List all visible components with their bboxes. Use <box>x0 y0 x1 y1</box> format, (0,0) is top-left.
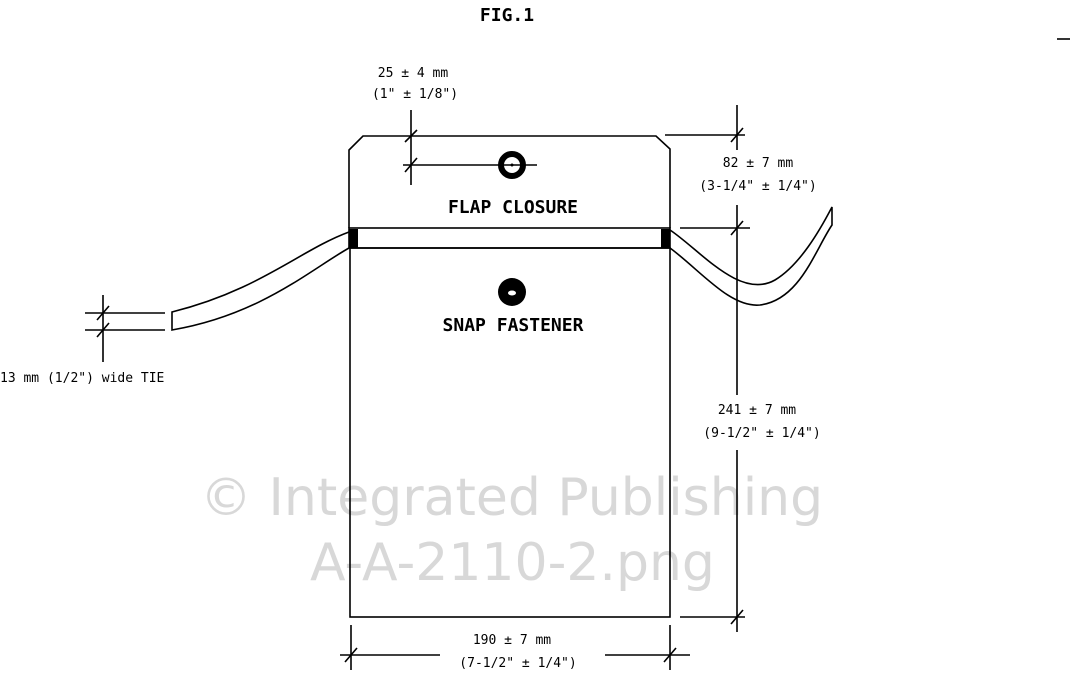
figure-title: FIG.1 <box>480 5 534 26</box>
dim-right-lines <box>665 105 750 632</box>
pouch-body <box>349 247 671 618</box>
dim-25-lines <box>403 110 537 185</box>
dim-190-in: (7-1/2" ± 1/4") <box>459 656 576 671</box>
flap-closure-label: FLAP CLOSURE <box>448 197 578 218</box>
snap-fastener-hole-icon <box>508 290 516 296</box>
dim-82-in: (3-1/4" ± 1/4") <box>699 179 816 194</box>
band-end-right <box>661 229 670 248</box>
snap-fastener-label: SNAP FASTENER <box>443 315 584 336</box>
watermark-line1: © Integrated Publishing <box>200 468 823 528</box>
tie-right <box>669 206 833 306</box>
dim-25-in: (1" ± 1/8") <box>372 87 458 102</box>
dim-width-lines <box>340 625 690 670</box>
band <box>348 227 671 249</box>
dim-190-mm: 190 ± 7 mm <box>473 633 551 648</box>
dim-241-in: (9-1/2" ± 1/4") <box>703 426 820 441</box>
band-end-left <box>349 229 358 248</box>
tie-left <box>171 231 350 331</box>
flap-outline <box>348 135 671 228</box>
dim-241-mm: 241 ± 7 mm <box>718 403 796 418</box>
dim-tie-width: 13 mm (1/2") wide TIE <box>0 371 164 386</box>
dim-tie-lines <box>85 295 165 362</box>
dim-25-mm: 25 ± 4 mm <box>378 66 449 81</box>
watermark-line2: A-A-2110-2.png <box>310 533 715 593</box>
dim-82-mm: 82 ± 7 mm <box>723 156 794 171</box>
